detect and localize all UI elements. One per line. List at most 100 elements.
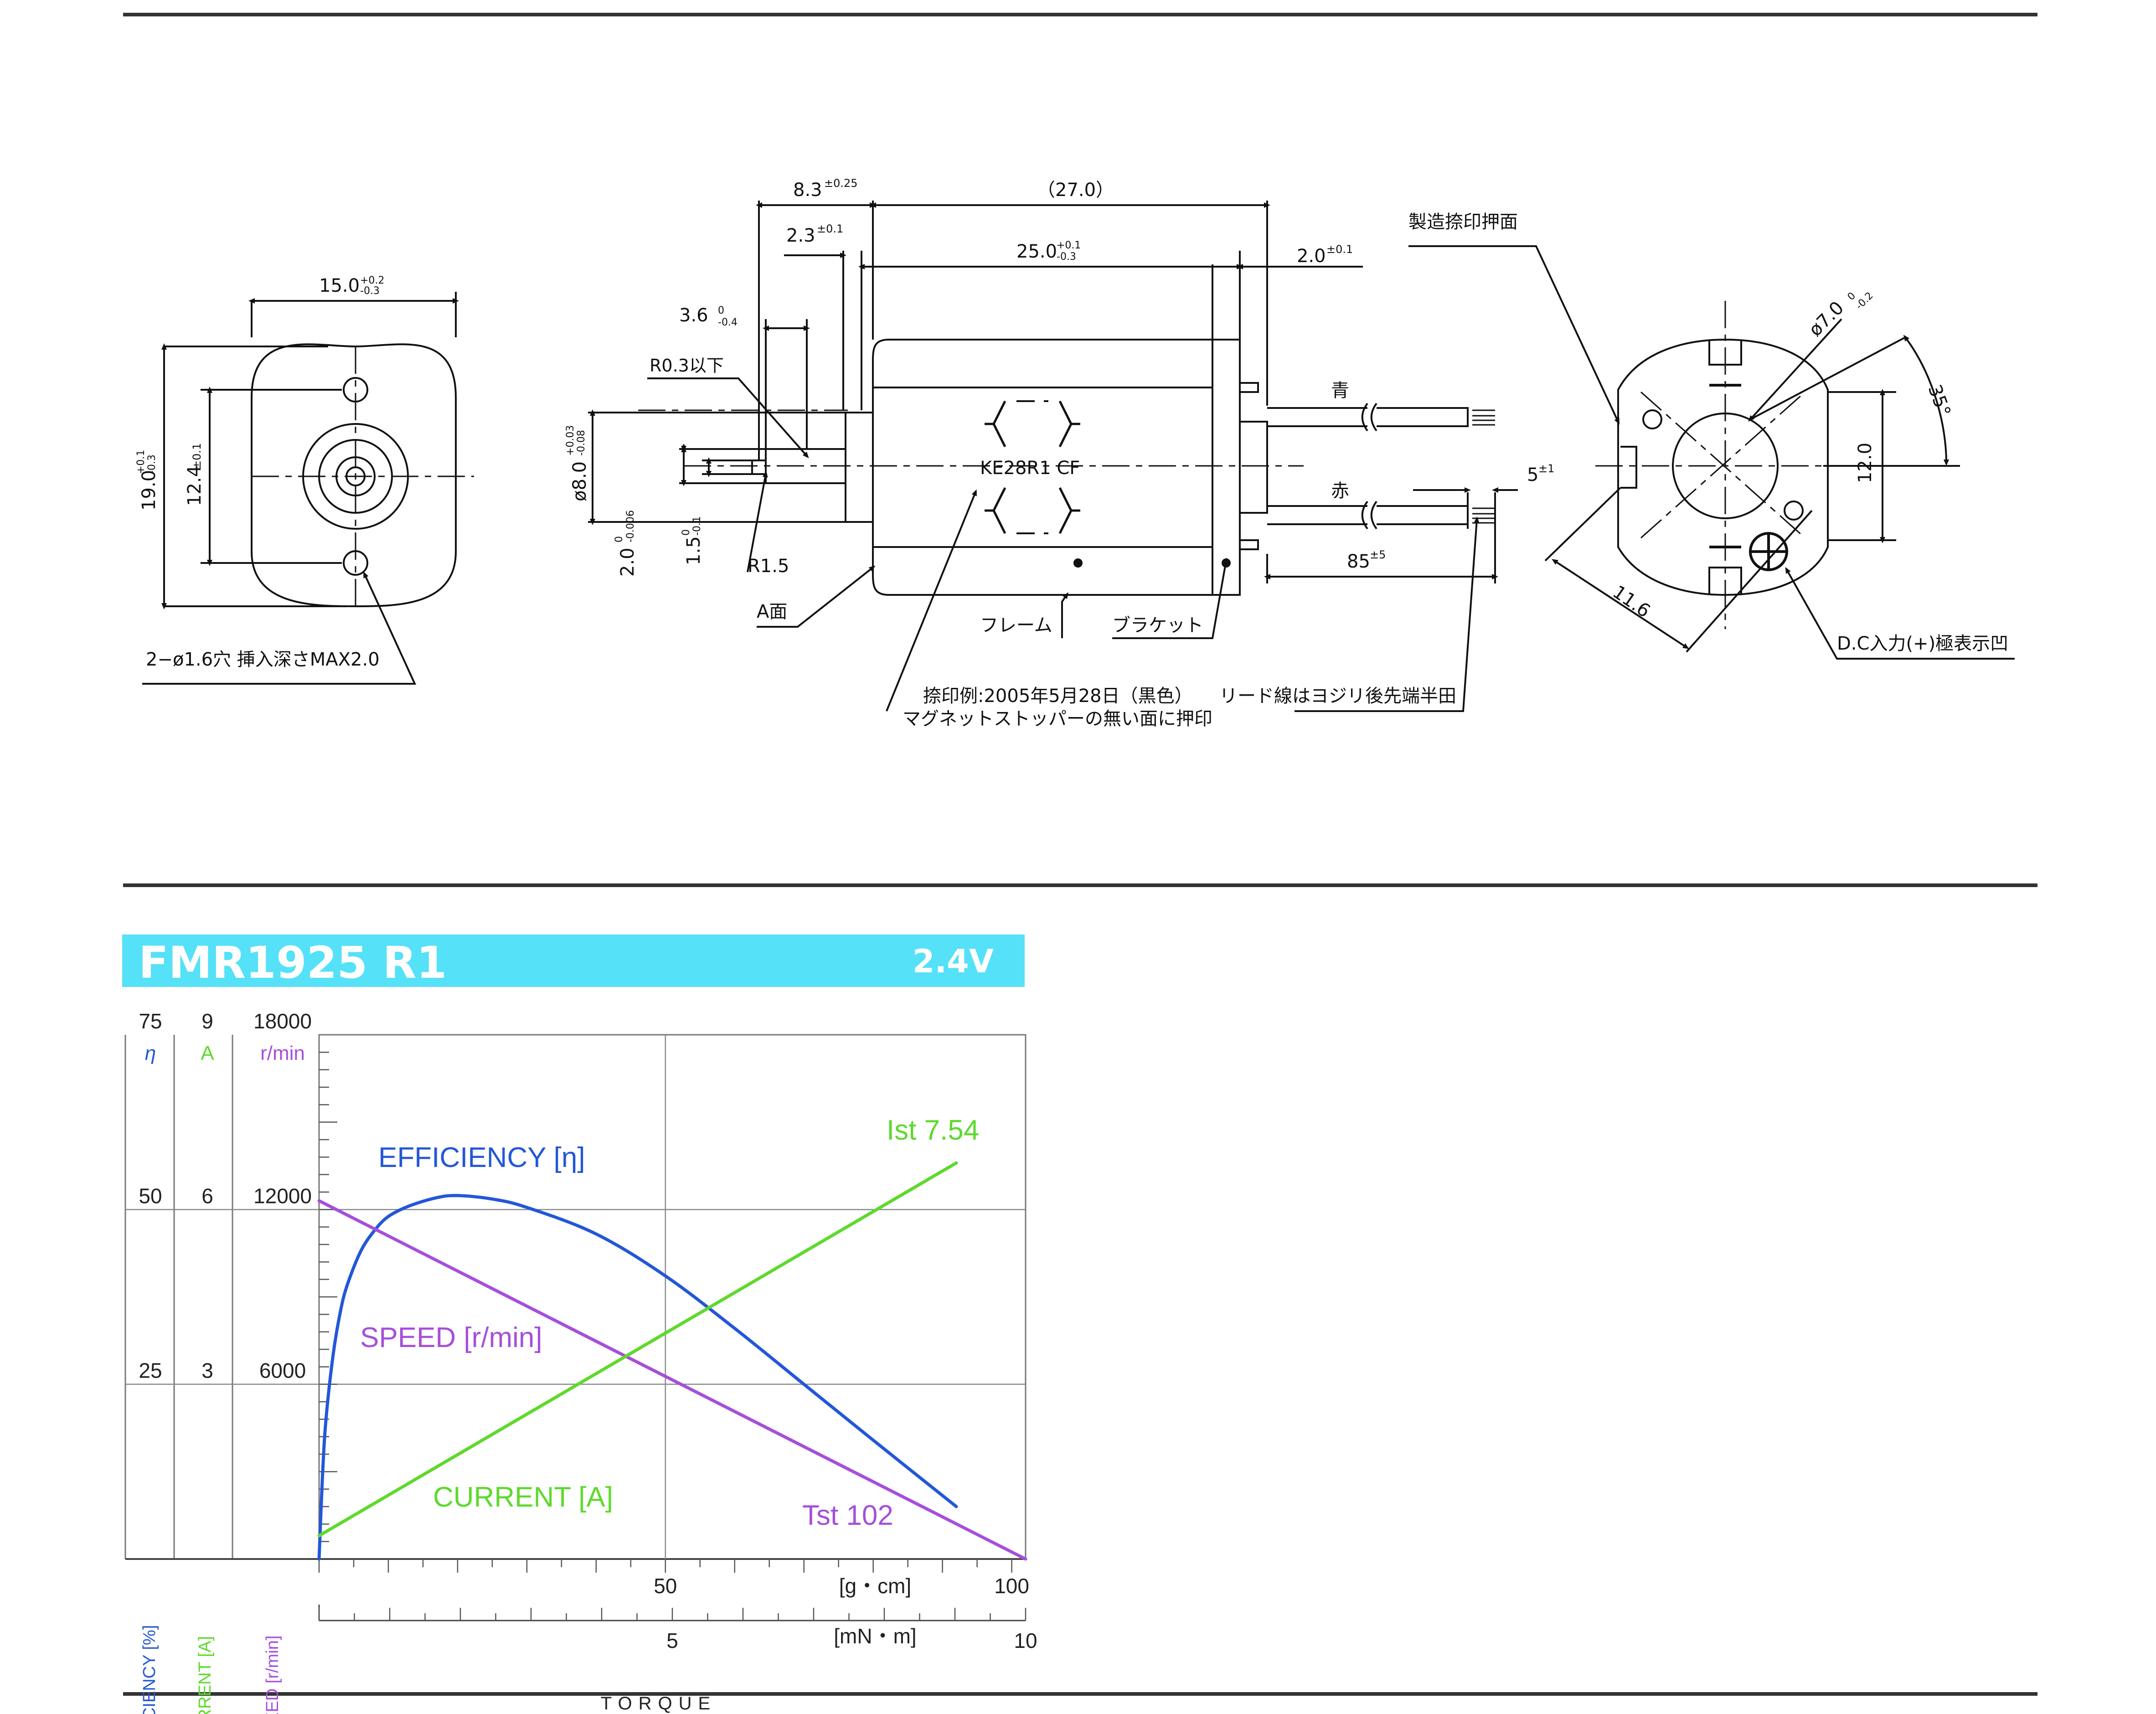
current-tick-label: 9	[201, 1009, 213, 1033]
svg-text:±0.1: ±0.1	[817, 222, 843, 235]
front-width-dim: 15.0	[319, 275, 360, 296]
svg-text:±0.1: ±0.1	[1326, 243, 1353, 256]
speed-axis-symbol: r/min	[260, 1042, 305, 1064]
side-frame-body	[872, 339, 1213, 596]
speed-axis-label: SPEED [r/min]	[263, 1636, 282, 1714]
dim-1-5: 1.5	[683, 536, 704, 565]
svg-text:±1: ±1	[1538, 462, 1554, 475]
svg-text:+0.1: +0.1	[135, 450, 147, 474]
polarity-note: D.C入力(+)極表示凹	[1837, 633, 2008, 654]
svg-text:0: 0	[614, 536, 625, 542]
x-secondary-tick-label: 5	[666, 1629, 678, 1652]
dim-2-0: 2.0	[1297, 246, 1326, 267]
efficiency-curve-label: EFFICIENCY [η]	[378, 1142, 585, 1173]
front-view-outline	[251, 343, 457, 608]
side-front-boss	[845, 412, 873, 523]
x-primary-units: [g・cm]	[839, 1574, 911, 1598]
series-line-current	[317, 1161, 958, 1538]
front-hole-pitch-dim: 12.4	[184, 465, 205, 506]
svg-text:-0.006: -0.006	[625, 510, 636, 542]
x-secondary-units: [mN・m]	[834, 1624, 916, 1648]
svg-text:0: 0	[681, 529, 692, 536]
dim-85: 85	[1347, 551, 1370, 572]
stamp-face-label: 製造捺印押面	[1408, 212, 1518, 232]
dim-3-6: 3.6	[679, 305, 708, 326]
dim-27: （27.0）	[1037, 180, 1114, 201]
dim-12: 12.0	[1855, 443, 1876, 483]
bracket-label: ブラケット	[1112, 615, 1203, 636]
motor-model: FMR1925 R1	[139, 937, 447, 988]
stamp-note-line-2: マグネットストッパーの無い面に押印	[903, 708, 1212, 729]
rear-terminal-minus	[1642, 409, 1662, 429]
rear-polarity-mark	[1749, 532, 1788, 571]
bottom-rule	[123, 1692, 2037, 1696]
front-hole-note: 2−ø1.6穴 挿入深さMAX2.0	[146, 649, 380, 670]
wire-red-label: 赤	[1331, 480, 1349, 501]
svg-text:-0.3: -0.3	[1057, 251, 1076, 263]
dia-7-dim: ø7.0	[1805, 297, 1848, 341]
current-tick-label: 6	[201, 1184, 213, 1208]
svg-text:0: 0	[718, 305, 724, 316]
speed-tick-label: 18000	[253, 1009, 312, 1033]
series-line-speed	[317, 1199, 1027, 1561]
speed-tick-label: 12000	[253, 1184, 312, 1208]
dim-2-0-shaft: 2.0	[617, 547, 638, 577]
svg-text:±5: ±5	[1370, 548, 1386, 561]
efficiency-tick-label: 25	[139, 1359, 162, 1383]
x-secondary-tick-label: 10	[1014, 1629, 1037, 1652]
svg-text:±0.25: ±0.25	[824, 177, 858, 190]
rated-voltage: 2.4V	[912, 943, 994, 980]
efficiency-axis-label: EFFICIENCY [%]	[140, 1625, 159, 1714]
lead-wire-note: リード線はヨジリ後先端半田	[1219, 686, 1456, 707]
stamp-note-line-1: 捺印例:2005年5月28日（黒色）	[923, 686, 1193, 707]
dim-5: 5	[1527, 465, 1538, 485]
x-axis-label: TORQUE	[601, 1693, 717, 1714]
svg-text:+0.1: +0.1	[1057, 240, 1081, 251]
series-line-efficiency	[317, 1194, 958, 1561]
efficiency-tick-label: 50	[139, 1184, 162, 1208]
svg-text:±0.1: ±0.1	[191, 443, 203, 470]
x-primary-tick-label: 50	[654, 1574, 677, 1598]
plot-frame	[318, 1034, 1026, 1560]
current-axis-symbol: A	[201, 1042, 214, 1064]
dim-25: 25.0	[1016, 241, 1057, 262]
dim-8-0: ø8.0	[569, 461, 590, 501]
dim-8-3: 8.3	[793, 180, 822, 201]
a-face-label: A面	[757, 601, 787, 622]
motor-dimension-drawing: 15.0 +0.2 -0.3 19.0 +0.1 -0.3 12.4 ±0.1 …	[135, 177, 2015, 729]
stall-torque-label: Tst 102	[802, 1500, 893, 1531]
svg-text:-0.2: -0.2	[1854, 290, 1876, 312]
efficiency-tick-label: 75	[139, 1009, 162, 1033]
dim-11-6: 11.6	[1609, 582, 1654, 622]
svg-text:+0.03: +0.03	[565, 425, 576, 456]
rear-view-outline	[1617, 338, 1829, 596]
stall-current-label: Ist 7.54	[887, 1115, 979, 1146]
x-primary-tick-label: 100	[994, 1574, 1029, 1598]
svg-text:-0.4: -0.4	[718, 317, 738, 328]
svg-text:-0.1: -0.1	[691, 516, 703, 536]
svg-text:-0.3: -0.3	[146, 454, 158, 474]
efficiency-axis-symbol: η	[145, 1042, 156, 1064]
speed-tick-label: 6000	[259, 1359, 306, 1383]
r15-label: R1.5	[748, 556, 789, 577]
svg-text:-0.08: -0.08	[576, 430, 587, 456]
frame-label: フレーム	[980, 615, 1052, 636]
current-axis-label: CURRENT [A]	[196, 1636, 215, 1714]
current-curve-label: CURRENT [A]	[433, 1482, 613, 1513]
front-height-dim: 19.0	[139, 470, 160, 511]
speed-curve-label: SPEED [r/min]	[360, 1322, 542, 1353]
r03-note: R0.3以下	[650, 356, 724, 376]
chart-title-band: FMR1925 R1 2.4V	[122, 934, 1025, 988]
rear-terminal-plus	[1784, 501, 1804, 521]
side-bracket	[1212, 339, 1241, 596]
angle-35: 35°	[1924, 382, 1955, 419]
motor-marking: KE28R1 CF	[980, 458, 1080, 479]
svg-text:-0.3: -0.3	[360, 285, 380, 297]
current-tick-label: 3	[201, 1359, 213, 1383]
dim-2-3: 2.3	[786, 225, 815, 246]
top-rule	[123, 13, 2037, 16]
wire-blue-label: 青	[1331, 380, 1349, 401]
middle-rule	[123, 883, 2037, 887]
